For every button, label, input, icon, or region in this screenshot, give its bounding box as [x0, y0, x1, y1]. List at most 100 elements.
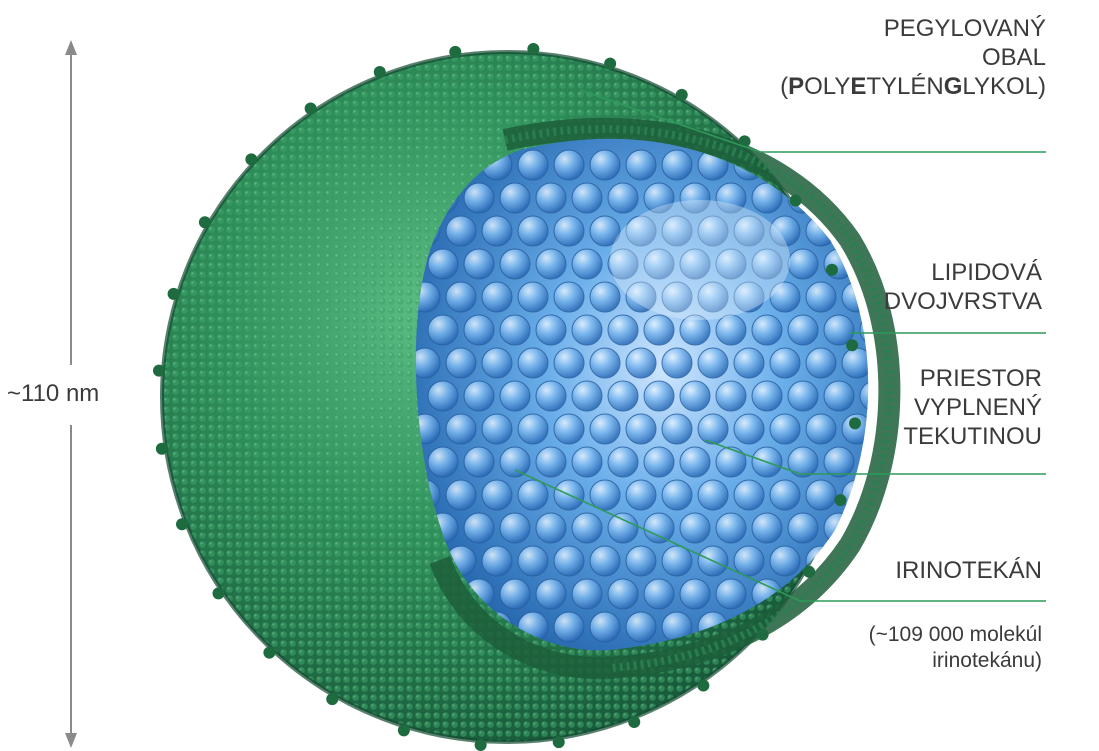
molecule-bead: [770, 480, 800, 510]
size-label: ~110 nm: [7, 380, 99, 408]
molecule-bead: [482, 414, 512, 444]
molecule-bead: [500, 513, 530, 543]
molecule-bead: [806, 414, 836, 444]
label-irinotecan: IRINOTEKÁN: [895, 556, 1042, 585]
peg-chain: [697, 680, 709, 692]
molecule-bead: [644, 447, 674, 477]
molecule-bead: [662, 414, 692, 444]
molecule-bead: [518, 150, 548, 180]
molecule-bead: [716, 315, 746, 345]
molecule-bead: [518, 414, 548, 444]
molecule-bead: [680, 513, 710, 543]
molecule-bead: [608, 579, 638, 609]
molecule-bead: [518, 480, 548, 510]
molecule-bead: [662, 546, 692, 576]
molecule-bead: [464, 381, 494, 411]
molecule-bead: [788, 381, 818, 411]
molecule-bead: [806, 282, 836, 312]
molecule-bead: [680, 447, 710, 477]
peg-chain: [826, 264, 838, 276]
peg-chain: [263, 647, 275, 659]
molecule-bead: [644, 315, 674, 345]
peg-chain: [245, 153, 257, 165]
molecule-bead: [716, 579, 746, 609]
peg-chain: [790, 195, 802, 207]
molecule-bead: [572, 381, 602, 411]
molecule-bead: [500, 315, 530, 345]
molecule-bead: [572, 447, 602, 477]
molecule-bead: [482, 282, 512, 312]
molecule-bead: [644, 513, 674, 543]
molecule-bead: [716, 447, 746, 477]
molecule-bead: [464, 249, 494, 279]
molecule-bead: [572, 315, 602, 345]
molecule-bead: [644, 381, 674, 411]
molecule-bead: [554, 348, 584, 378]
molecule-bead: [518, 348, 548, 378]
molecule-bead: [500, 183, 530, 213]
molecule-bead: [806, 612, 836, 642]
molecule-bead: [680, 381, 710, 411]
molecule-bead: [752, 381, 782, 411]
molecule-bead: [842, 150, 872, 180]
molecule-bead: [518, 282, 548, 312]
molecule-bead: [626, 348, 656, 378]
peg-chain: [846, 339, 858, 351]
molecule-bead: [752, 315, 782, 345]
molecule-bead: [770, 414, 800, 444]
molecule-bead: [716, 513, 746, 543]
molecule-bead: [464, 183, 494, 213]
molecule-bead: [482, 546, 512, 576]
molecule-bead: [734, 480, 764, 510]
peg-chain: [604, 58, 616, 70]
peg-chain: [553, 736, 565, 748]
molecule-bead: [590, 480, 620, 510]
molecule-bead: [464, 315, 494, 345]
molecule-bead: [554, 150, 584, 180]
molecule-bead: [554, 546, 584, 576]
molecule-bead: [428, 381, 458, 411]
peg-chain: [475, 739, 487, 751]
molecule-bead: [500, 447, 530, 477]
molecule-bead: [572, 249, 602, 279]
molecule-bead: [788, 447, 818, 477]
molecule-bead: [788, 249, 818, 279]
molecule-bead: [446, 282, 476, 312]
molecule-bead: [536, 513, 566, 543]
molecule-bead: [500, 249, 530, 279]
molecule-bead: [428, 249, 458, 279]
molecule-bead: [464, 447, 494, 477]
molecule-bead: [626, 414, 656, 444]
molecule-bead: [734, 546, 764, 576]
molecule-bead: [572, 183, 602, 213]
molecule-bead: [608, 513, 638, 543]
molecule-bead: [608, 381, 638, 411]
molecule-bead: [770, 546, 800, 576]
molecule-bead: [734, 414, 764, 444]
molecule-bead: [698, 414, 728, 444]
molecule-bead: [554, 414, 584, 444]
peg-chain: [199, 216, 211, 228]
molecule-bead: [536, 249, 566, 279]
molecule-bead: [572, 579, 602, 609]
molecule-bead: [824, 447, 854, 477]
molecule-bead: [536, 381, 566, 411]
peg-chain: [212, 587, 224, 599]
molecule-bead: [806, 480, 836, 510]
molecule-bead: [518, 216, 548, 246]
molecule-bead: [500, 579, 530, 609]
molecule-bead: [446, 480, 476, 510]
peg-chain: [449, 46, 461, 58]
peg-chain: [628, 716, 640, 728]
molecule-bead: [536, 447, 566, 477]
molecule-bead: [626, 480, 656, 510]
molecule-bead: [626, 150, 656, 180]
peg-chain: [676, 89, 688, 101]
molecule-bead: [680, 579, 710, 609]
molecule-bead: [590, 282, 620, 312]
molecule-bead: [626, 546, 656, 576]
molecule-bead: [698, 348, 728, 378]
molecule-bead: [428, 315, 458, 345]
molecule-bead: [536, 315, 566, 345]
